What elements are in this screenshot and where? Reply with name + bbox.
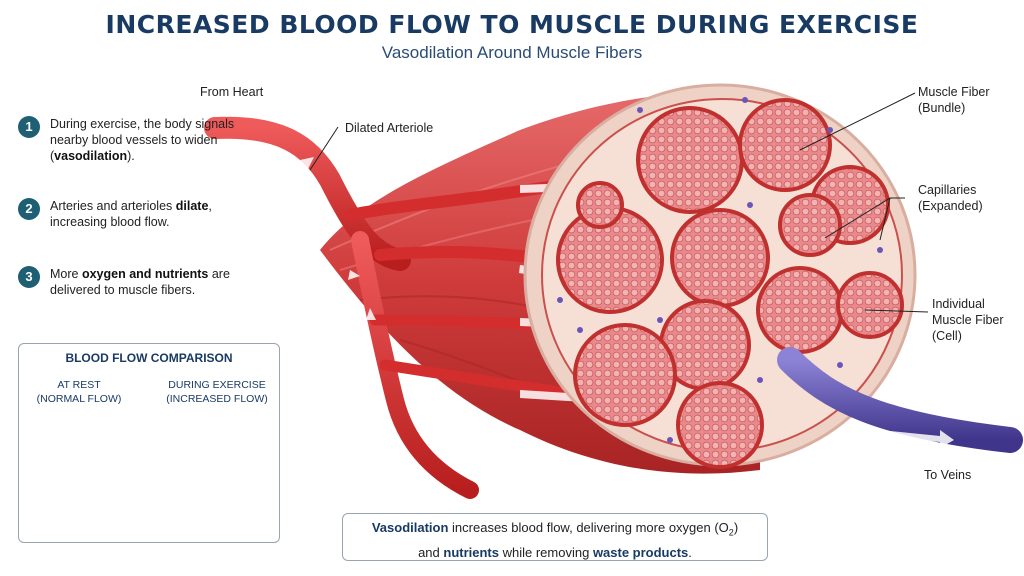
page-subtitle: Vasodilation Around Muscle Fibers [381,43,643,62]
capillary-dots [557,97,883,443]
vein [777,347,1023,453]
summary-box: Vasodilation increases blood flow, deliv… [342,513,768,561]
label-dilated-arteriole: Dilated Arteriole [345,121,434,135]
label-capillaries: Capillaries (Expanded) [918,183,983,213]
leader-lines [309,92,929,313]
rest-caption: AT REST (NORMAL FLOW) [36,379,122,405]
label-from-heart: From Heart [200,85,264,99]
arteriole-main [204,116,411,271]
comparison-title: BLOOD FLOW COMPARISON [65,351,233,365]
step-text: During exercise, the body signals nearby… [50,117,235,163]
page-title: INCREASED BLOOD FLOW TO MUSCLE DURING EX… [105,10,919,39]
step-text: Arteries and arterioles dilate, increasi… [50,199,212,229]
arteriole-down [351,231,479,499]
label-individual-fiber: Individual Muscle Fiber (Cell) [932,297,1004,343]
exercise-caption: DURING EXERCISE (INCREASED FLOW) [166,379,268,405]
label-to-veins: To Veins [924,468,972,482]
step-text: More oxygen and nutrients are delivered … [50,267,230,297]
step-number-badge: 3 [18,266,40,288]
blood-flow-comparison-panel: BLOOD FLOW COMPARISON AT REST (NORMAL FL… [18,343,280,543]
arteriole-branch-bottom [379,359,586,401]
step-number-badge: 1 [18,116,40,138]
label-muscle-fiber-bundle: Muscle Fiber (Bundle) [918,85,990,115]
muscle-fascicles [556,98,904,469]
step-number-badge: 2 [18,198,40,220]
